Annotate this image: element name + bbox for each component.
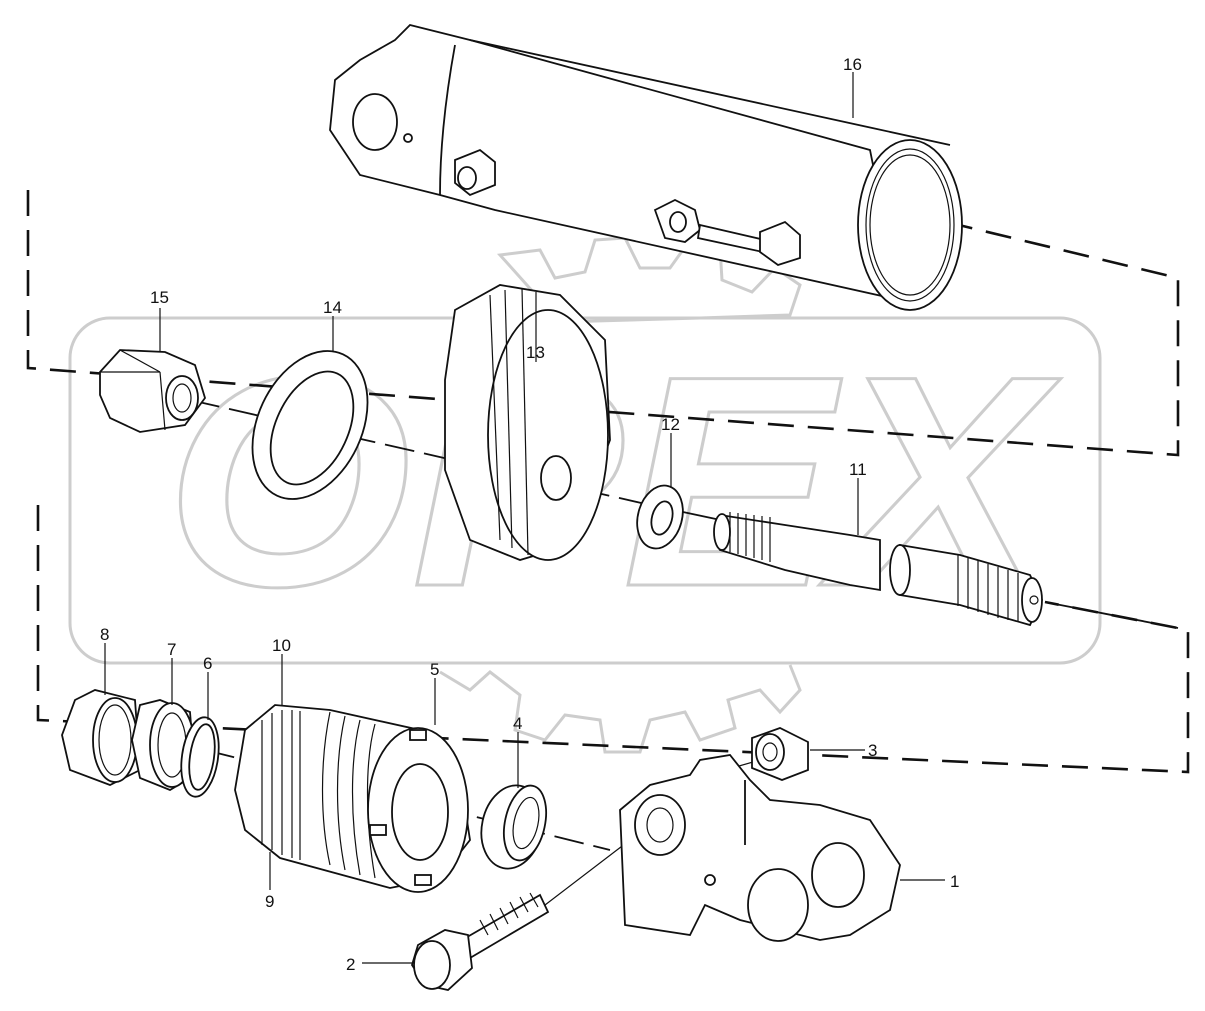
part-11-piston-rod [713, 512, 1043, 627]
part-1-clevis [619, 754, 901, 942]
callout-5: 5 [430, 660, 439, 679]
assembly-outline-upper [26, 190, 1180, 457]
part-3-bush [751, 727, 809, 781]
part-10-gland [234, 704, 471, 893]
part-15-hex-nut [99, 349, 206, 433]
part-16-cylinder-tube [329, 24, 963, 311]
assembly-outline-lower [36, 505, 1190, 774]
callout-2: 2 [346, 955, 355, 974]
callout-12: 12 [661, 415, 680, 434]
callout-9: 9 [265, 892, 274, 911]
part-6-o-ring [180, 716, 220, 798]
callout-11: 11 [849, 460, 867, 479]
callout-7: 7 [167, 640, 176, 659]
watermark-gear-bottom-icon [439, 664, 802, 754]
part-4-ring [480, 784, 547, 870]
part-2-bolt [411, 892, 550, 991]
callout-8: 8 [100, 625, 109, 644]
rod-thread-end [957, 555, 1019, 622]
part-14-seal-ring [251, 350, 369, 500]
callout-labels: 16 15 14 13 12 11 8 7 6 10 5 4 9 3 1 2 [100, 55, 959, 974]
callout-16: 16 [843, 55, 862, 74]
watermark-frame [68, 316, 1102, 665]
callout-leaders [104, 72, 945, 964]
callout-3: 3 [868, 741, 877, 760]
callout-13: 13 [526, 343, 545, 362]
rod-thread [729, 512, 771, 562]
callout-15: 15 [150, 288, 169, 307]
callout-6: 6 [203, 654, 212, 673]
callout-1: 1 [950, 872, 959, 891]
callout-10: 10 [272, 636, 291, 655]
part-12-washer [636, 484, 684, 550]
part-8-bushing [61, 689, 141, 786]
callout-14: 14 [323, 298, 342, 317]
part-13-piston [444, 284, 611, 561]
callout-4: 4 [513, 714, 522, 733]
